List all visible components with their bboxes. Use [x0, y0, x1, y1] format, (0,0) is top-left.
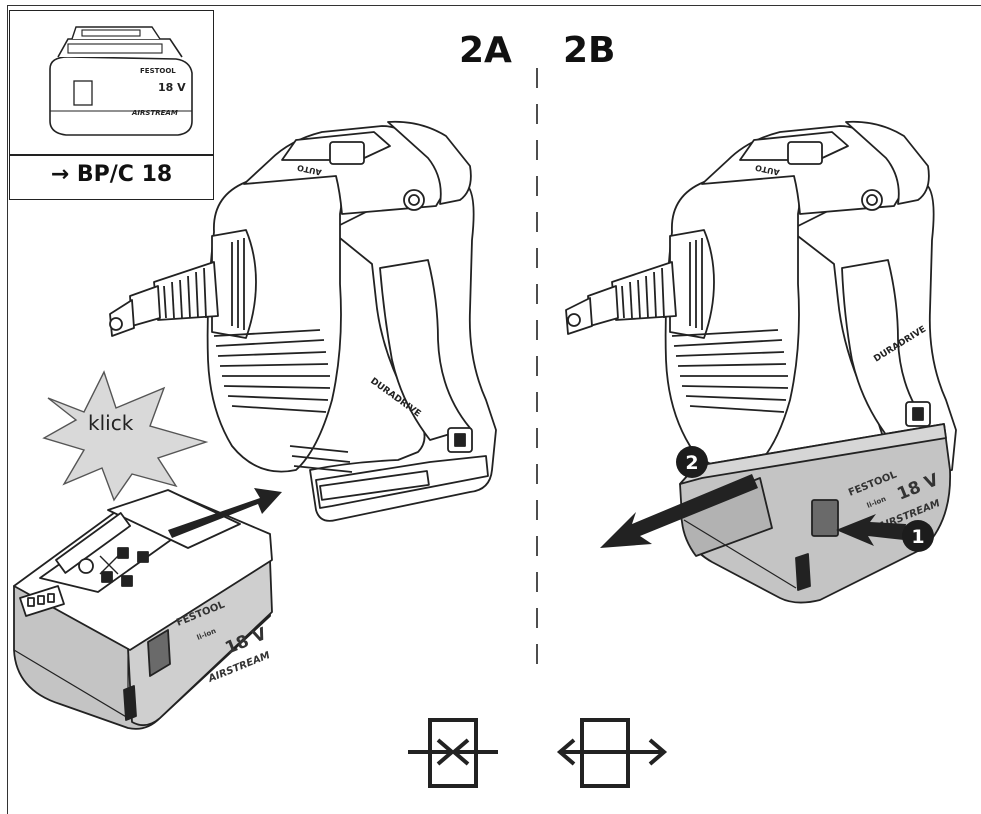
step-2-number: 2 — [685, 452, 698, 474]
insert-symbol-icon — [408, 718, 498, 788]
battery-reference-inset: FESTOOL 18 V AIRSTREAM → BP/C 18 — [9, 10, 214, 200]
step-2-badge — [676, 446, 708, 478]
inset-battery-voltage: 18 V — [158, 81, 186, 94]
klick-text: klick — [88, 411, 134, 435]
pull-arrow — [600, 474, 758, 548]
inset-divider — [10, 154, 213, 156]
inset-battery-brand: FESTOOL — [140, 67, 176, 75]
remove-symbol-icon — [556, 718, 668, 788]
panel-label-2a: 2A — [459, 30, 512, 71]
battery-model-caption: → BP/C 18 — [50, 162, 173, 187]
insert-arrow — [168, 488, 282, 538]
inset-battery-illustration: FESTOOL 18 V AIRSTREAM — [49, 26, 193, 136]
drill-2a — [109, 120, 497, 522]
step-1-number: 1 — [911, 526, 924, 548]
press-arrow — [836, 514, 906, 546]
klick-starburst — [42, 370, 209, 502]
frame-left-rule — [7, 5, 8, 814]
battery-2a — [13, 489, 273, 730]
battery-2b — [679, 423, 951, 604]
panel-label-2b: 2B — [563, 30, 616, 71]
inset-battery-series: AIRSTREAM — [131, 109, 178, 117]
drill-2b — [565, 120, 957, 479]
frame-top-rule — [7, 5, 981, 6]
step-1-badge — [902, 520, 934, 552]
